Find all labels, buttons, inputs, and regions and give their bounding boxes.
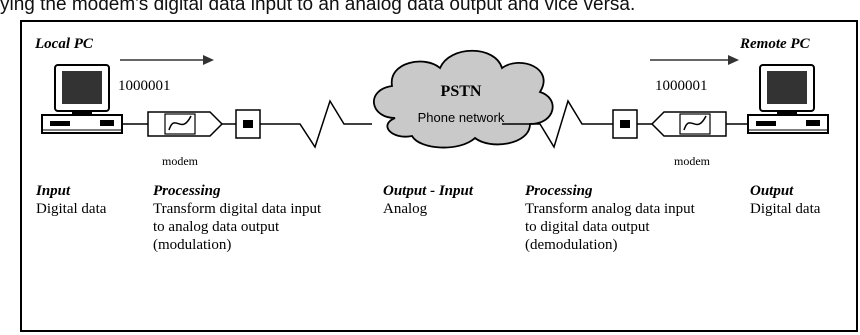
line-right-zigzag (502, 99, 613, 149)
phone-jack-left-icon (235, 109, 261, 139)
caption-processing-left-line: Transform digital data input (153, 201, 322, 217)
caption-processing-right-line: to digital data output (525, 219, 650, 235)
caption-input-line: Digital data (36, 201, 107, 217)
caption-processing-left-line: (modulation) (153, 237, 232, 253)
caption-output-line: Digital data (750, 201, 821, 217)
arrow-left-direction (120, 55, 214, 65)
local-pc-label: Local PC (34, 36, 94, 52)
diagram-frame (20, 20, 858, 332)
caption-processing-left-body: Transform digital data input to analog d… (153, 200, 321, 254)
remote-pc-icon (747, 64, 829, 134)
local-pc-icon (41, 64, 123, 134)
bits-left: 1000001 (118, 78, 171, 94)
caption-output-body: Digital data (750, 200, 820, 218)
caption-input-body: Digital data (36, 200, 106, 218)
caption-processing-right-body: Transform analog data input to digital d… (525, 200, 695, 254)
caption-processing-right-line: Transform analog data input (525, 201, 695, 217)
header-text: ying the modem's digital data input to a… (0, 0, 636, 15)
caption-processing-left-line: to analog data output (153, 219, 280, 235)
cloud-title: PSTN (441, 83, 482, 100)
modem-right-icon (637, 111, 748, 137)
caption-output-title: Output (750, 183, 794, 199)
caption-processing-right-line: (demodulation) (525, 237, 618, 253)
caption-output-input-line: Analog (383, 201, 428, 217)
modem-left-label: modem (162, 154, 199, 168)
caption-input-title: Input (36, 183, 71, 199)
cloud-subtitle: Phone network (418, 110, 505, 125)
modem-right-label: modem (674, 154, 711, 168)
arrow-right-direction (650, 55, 739, 65)
caption-processing-right-title: Processing (525, 183, 593, 199)
phone-jack-right-icon (612, 109, 638, 139)
caption-output-input-title: Output - Input (383, 183, 474, 199)
bits-right: 1000001 (655, 78, 708, 94)
line-left-zigzag (260, 99, 372, 149)
caption-output-input-body: Analog (383, 200, 427, 218)
caption-processing-left-title: Processing (153, 183, 221, 199)
remote-pc-label: Remote PC (739, 36, 811, 52)
modem-left-icon (122, 111, 236, 137)
